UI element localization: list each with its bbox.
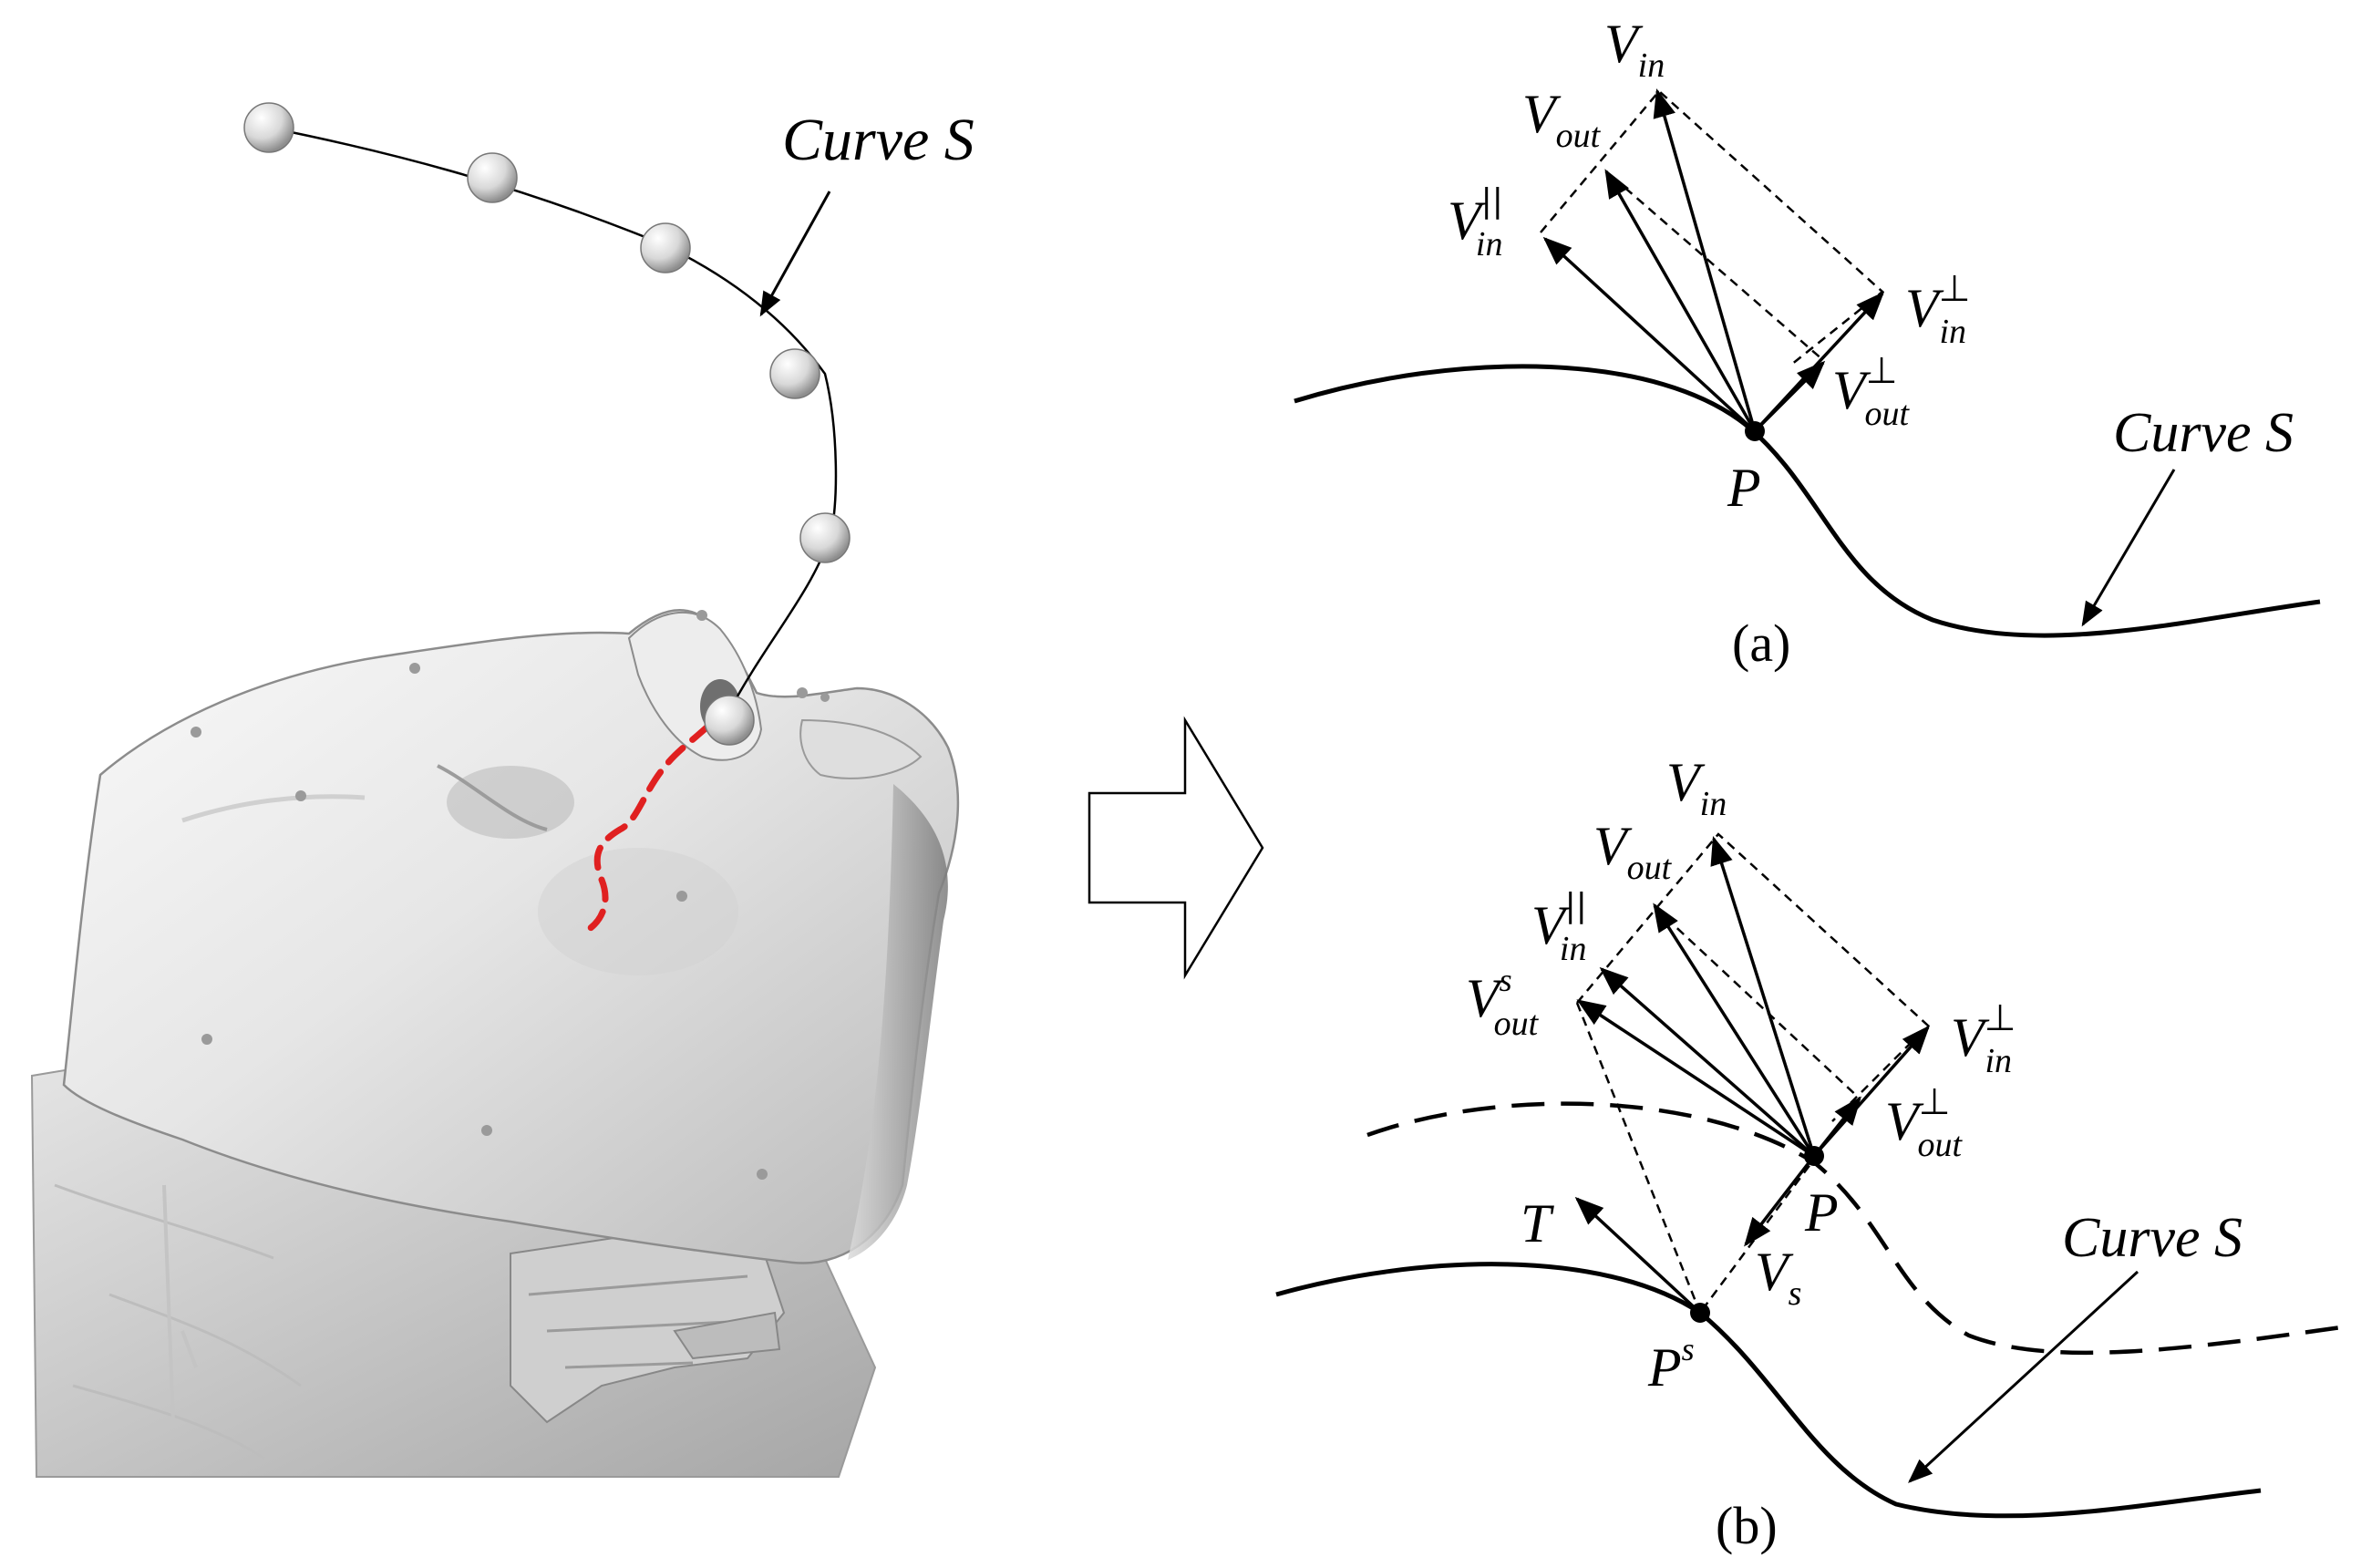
label-a-v-out: Vout <box>1522 84 1602 155</box>
point-p-a <box>1745 421 1765 441</box>
control-sphere-1 <box>243 102 294 153</box>
label-b-t: T <box>1521 1193 1554 1253</box>
vec-b-v-out-perp <box>1812 1096 1861 1158</box>
label-a-v-in-perp: V⊥in <box>1905 268 1971 351</box>
curve-s-pointer-a <box>2081 469 2176 627</box>
curve-s-label-a: Curve S <box>2113 402 2294 464</box>
label-a-v-in: Vin <box>1604 14 1665 85</box>
point-p-b <box>1804 1146 1824 1166</box>
control-sphere-5 <box>799 512 851 563</box>
point-ps-b <box>1690 1303 1710 1323</box>
vec-b-v-in <box>1710 835 1816 1157</box>
control-sphere-4 <box>769 348 820 399</box>
vec-b-tangent <box>1574 1196 1702 1315</box>
control-sphere-6 <box>704 695 755 746</box>
offset-curve-b <box>1366 1101 2348 1356</box>
vec-b-v-s <box>1744 1154 1816 1247</box>
caption-a: (a) <box>1732 614 1790 673</box>
panel-a: Vin Vout V||in V⊥in V⊥out P Curve S (a) <box>1294 14 2321 673</box>
curve-s-pointer-b <box>1908 1270 2139 1483</box>
label-b-v-in-perp: V⊥in <box>1951 997 2016 1080</box>
control-sphere-2 <box>467 152 518 203</box>
label-b-v-out-perp: V⊥out <box>1885 1081 1964 1164</box>
label-b-v-s: Vs <box>1755 1242 1801 1313</box>
vec-a-v-in-par <box>1542 236 1757 433</box>
vec-a-v-in <box>1653 88 1757 432</box>
label-a-v-in-par: V||in <box>1448 182 1503 263</box>
label-b-p: P <box>1804 1182 1839 1243</box>
transition-arrow <box>1088 716 1264 980</box>
curve-s-b <box>1275 1262 2262 1519</box>
vec-b-v-in-par <box>1599 966 1816 1158</box>
label-a-v-out-perp: V⊥out <box>1832 350 1911 433</box>
vec-a-v-out <box>1604 169 1757 432</box>
label-b-v-in-par: V||in <box>1531 887 1587 968</box>
vec-a-v-out-perp <box>1753 360 1826 433</box>
vec-b-v-out-s <box>1576 999 1815 1158</box>
curve-s-label-b: Curve S <box>2062 1207 2242 1269</box>
control-sphere-3 <box>640 222 691 273</box>
curve-s-label-left: Curve S <box>782 107 974 173</box>
curve-s-a <box>1294 364 2321 638</box>
label-b-v-in: Vin <box>1666 752 1727 823</box>
control-curve <box>243 102 851 746</box>
head-model <box>30 609 960 1478</box>
fiducial-markers <box>191 610 830 1180</box>
nasal-path-dashed <box>584 698 733 934</box>
label-b-ps: Ps <box>1647 1331 1695 1398</box>
curve-s-left <box>268 126 838 712</box>
vec-b-v-out <box>1653 903 1816 1157</box>
label-a-p: P <box>1727 458 1761 518</box>
caption-b: (b) <box>1716 1496 1778 1555</box>
curve-s-pointer-left <box>759 191 831 317</box>
label-b-v-out: Vout <box>1593 816 1673 887</box>
